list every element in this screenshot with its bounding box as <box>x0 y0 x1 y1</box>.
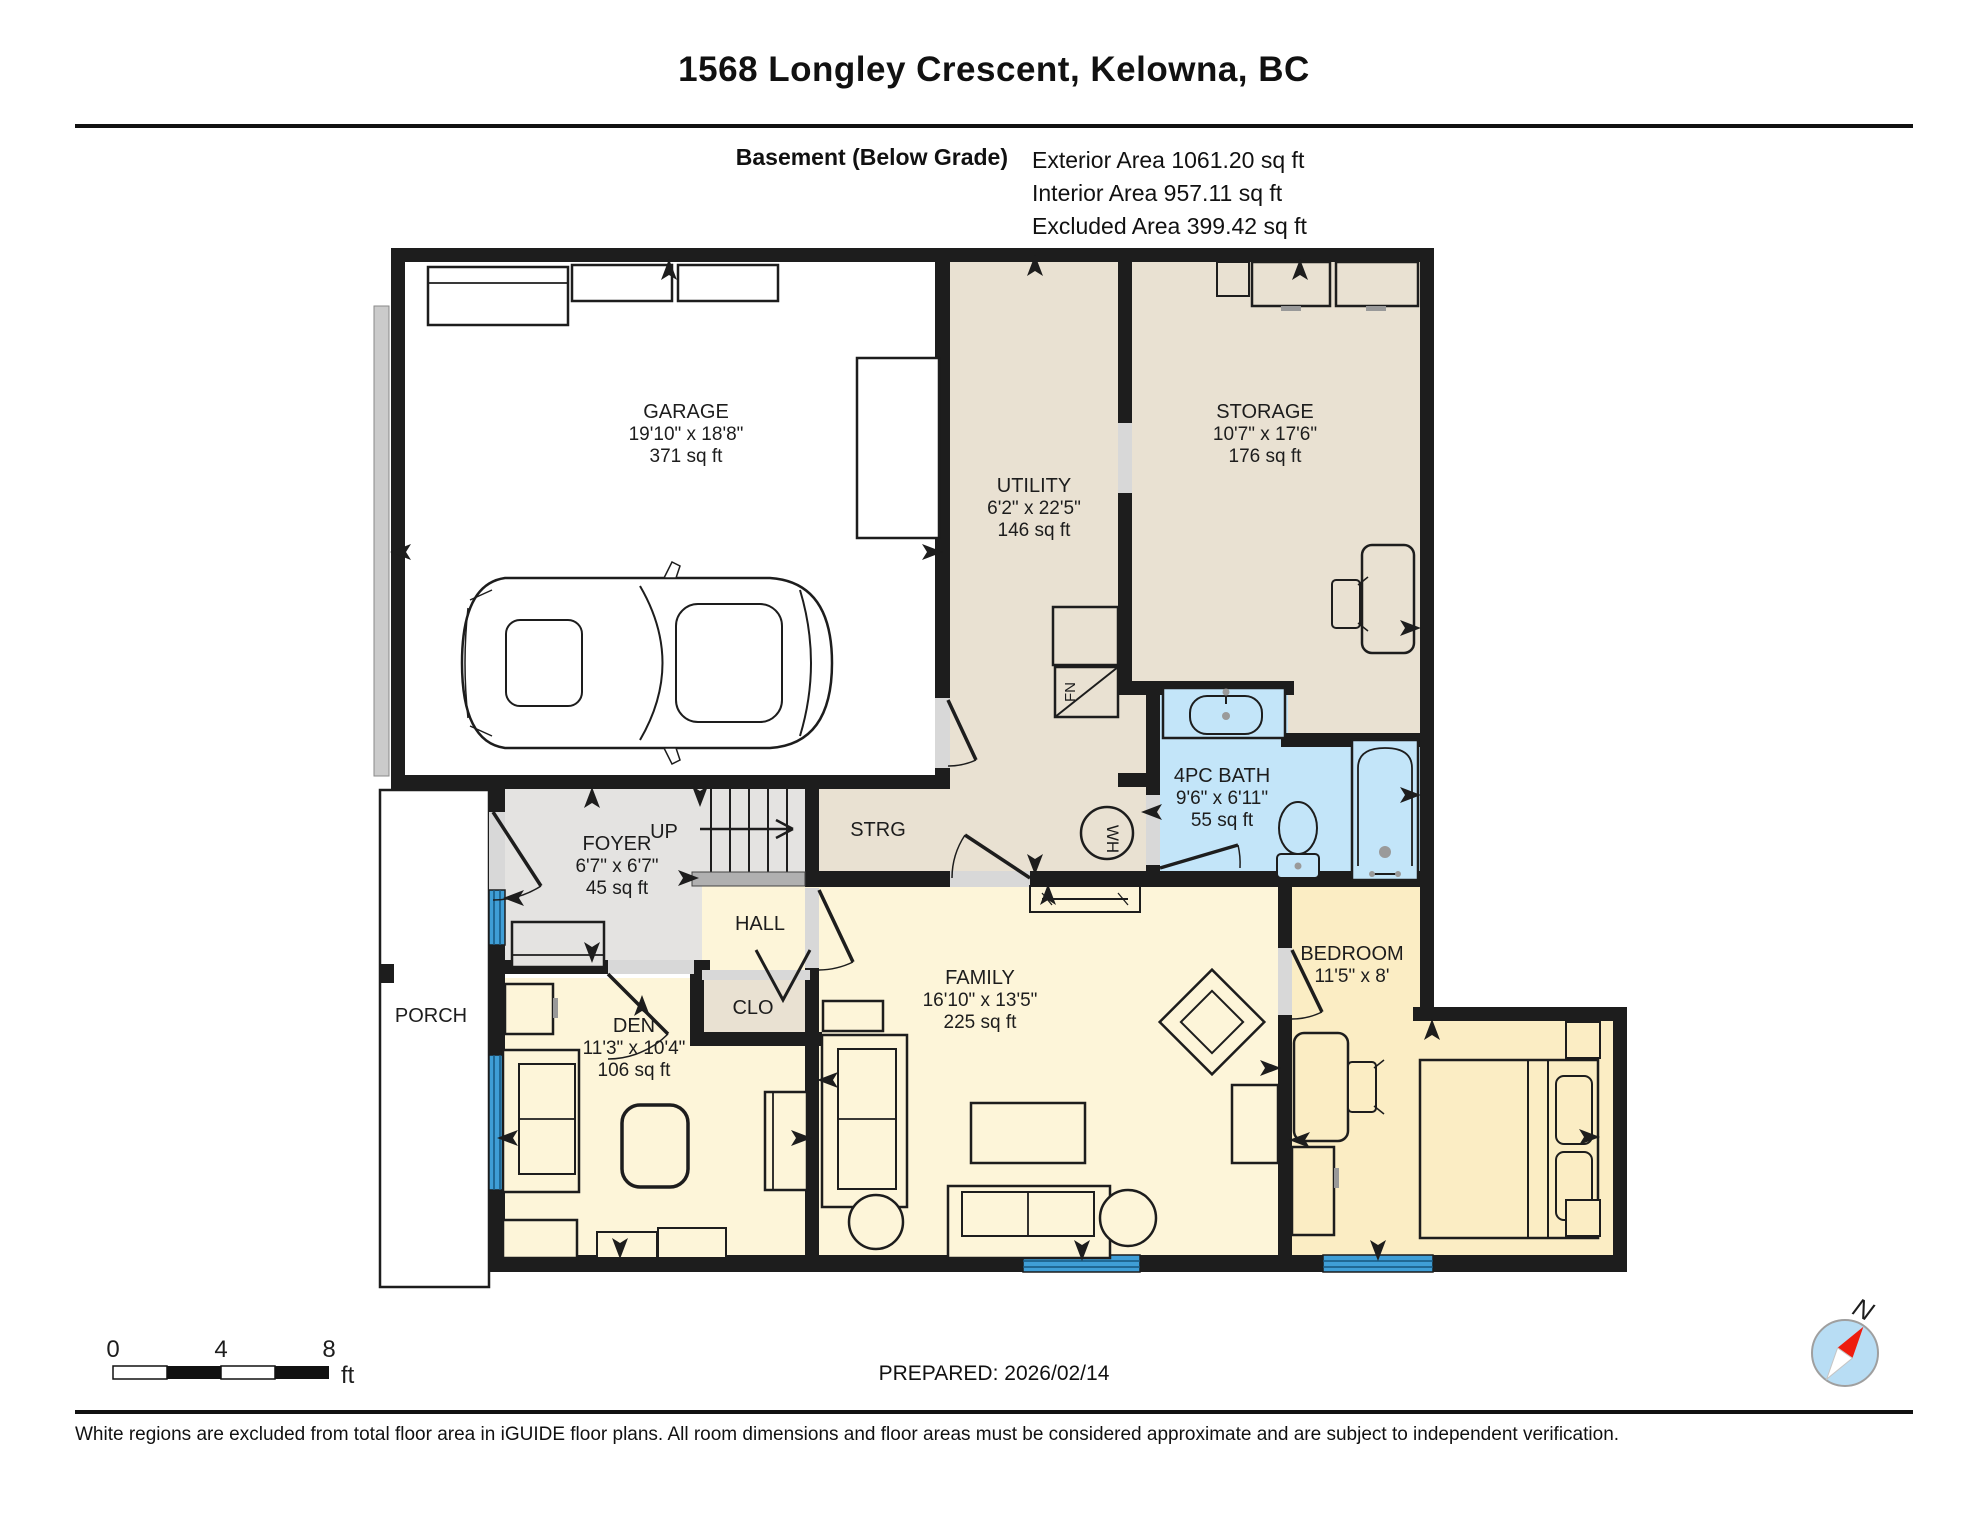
bath-fixtures <box>1161 686 1420 882</box>
disclaimer-text: White regions are excluded from total fl… <box>75 1424 1620 1445</box>
sink-icon <box>1161 686 1287 740</box>
staircase <box>691 782 806 887</box>
hall-family-door <box>817 889 855 971</box>
stairs-up-label: UP <box>650 821 678 843</box>
scale-unit: ft <box>341 1362 355 1389</box>
den-furniture <box>501 982 809 1260</box>
page-title: 1568 Longley Crescent, Kelowna, BC <box>678 50 1310 89</box>
scale-tick-4: 4 <box>214 1336 227 1363</box>
bath-area: 55 sq ft <box>1191 810 1254 831</box>
bedroom-label: BEDROOM <box>1300 943 1403 965</box>
bathtub-icon <box>1350 738 1420 882</box>
hall-floor <box>702 878 812 978</box>
prepared-date: PREPARED: 2026/02/14 <box>878 1362 1110 1385</box>
bath-door <box>1159 843 1241 870</box>
compass-icon: N <box>1811 1292 1879 1387</box>
bedroom-desk <box>1292 1031 1350 1143</box>
den-area: 106 sq ft <box>598 1060 672 1081</box>
family-furniture <box>820 885 1280 1260</box>
garage-label: GARAGE <box>643 401 729 423</box>
utility-fixtures <box>1051 605 1135 861</box>
foyer-label: FOYER <box>583 833 652 855</box>
furnace-icon <box>1053 665 1120 719</box>
storage-label: STORAGE <box>1216 401 1313 423</box>
scale-tick-0: 0 <box>106 1336 119 1363</box>
family-area: 225 sq ft <box>944 1012 1018 1033</box>
exterior-area: Exterior Area 1061.20 sq ft <box>1032 147 1305 173</box>
car-icon <box>460 560 834 766</box>
strg-label: STRG <box>850 819 906 841</box>
bedroom-dims: 11'5" x 8' <box>1315 966 1390 987</box>
furnace-label: FN <box>1062 682 1079 702</box>
area-summary: Exterior Area 1061.20 sq ft Interior Are… <box>1032 144 1307 243</box>
interior-area: Interior Area 957.11 sq ft <box>1032 180 1283 206</box>
family-sofa-left <box>820 1033 909 1209</box>
den-door <box>606 972 670 1060</box>
room-labels: GARAGE 19'10" x 18'8" 371 sq ft UTILITY … <box>395 401 1404 1081</box>
armchair <box>1157 967 1267 1077</box>
family-floor <box>812 878 1278 1262</box>
garage-door <box>946 699 978 767</box>
doors <box>491 699 1324 1060</box>
foyer-area: 45 sq ft <box>586 878 649 899</box>
utility-label: UTILITY <box>997 475 1071 497</box>
bedroom-furniture <box>1290 1021 1601 1240</box>
closet-floor <box>702 980 810 1038</box>
bed <box>1418 1058 1600 1240</box>
hall-label: HALL <box>735 913 785 935</box>
closet-bifold-door <box>754 949 812 1004</box>
excluded-area: Excluded Area 399.42 sq ft <box>1032 213 1307 239</box>
scale-bar: 0 4 8 ft <box>106 1336 354 1389</box>
scale-tick-8: 8 <box>322 1336 335 1363</box>
foyer-window <box>488 889 506 946</box>
water-heater-label: WH <box>1103 825 1122 853</box>
family-label: FAMILY <box>945 967 1015 989</box>
den-label: DEN <box>613 1015 655 1037</box>
water-heater-icon <box>1079 805 1135 861</box>
garage-dims: 19'10" x 18'8" <box>629 424 744 445</box>
stair-landing <box>691 871 806 887</box>
den-sofa <box>501 1048 581 1194</box>
ottoman <box>620 1103 690 1189</box>
storage-furniture <box>1216 260 1420 655</box>
toilet-icon <box>1276 801 1320 879</box>
floor-label: Basement (Below Grade) <box>735 144 1008 170</box>
bath-label: 4PC BATH <box>1174 765 1270 787</box>
den-dims: 11'3" x 10'4" <box>583 1038 686 1059</box>
utility-dims: 6'2" x 22'5" <box>987 498 1081 519</box>
bedroom-door <box>1290 949 1324 1020</box>
porch <box>373 305 491 1289</box>
garage-area: 371 sq ft <box>650 446 724 467</box>
family-dims: 16'10" x 13'5" <box>923 990 1038 1011</box>
utility-floor <box>812 255 1153 878</box>
garage-furniture <box>426 263 941 766</box>
porch-label: PORCH <box>395 1005 467 1027</box>
porch-outline <box>378 788 491 1289</box>
bath-dims: 9'6" x 6'11" <box>1176 788 1268 809</box>
footer-divider <box>75 1410 1913 1414</box>
foyer-dims: 6'7" x 6'7" <box>575 856 658 877</box>
closet-label: CLO <box>732 997 773 1019</box>
storage-area: 176 sq ft <box>1229 446 1303 467</box>
header-divider <box>75 124 1913 128</box>
retaining-wall <box>373 305 390 777</box>
coffee-table <box>969 1101 1087 1165</box>
porch-post <box>379 964 394 983</box>
bedroom-window <box>1322 1254 1434 1273</box>
foyer-furniture <box>510 920 606 969</box>
utility-area: 146 sq ft <box>998 520 1072 541</box>
utility-family-door <box>951 833 1031 880</box>
storage-floor <box>1125 255 1427 740</box>
storage-dims: 10'7" x 17'6" <box>1213 424 1317 445</box>
